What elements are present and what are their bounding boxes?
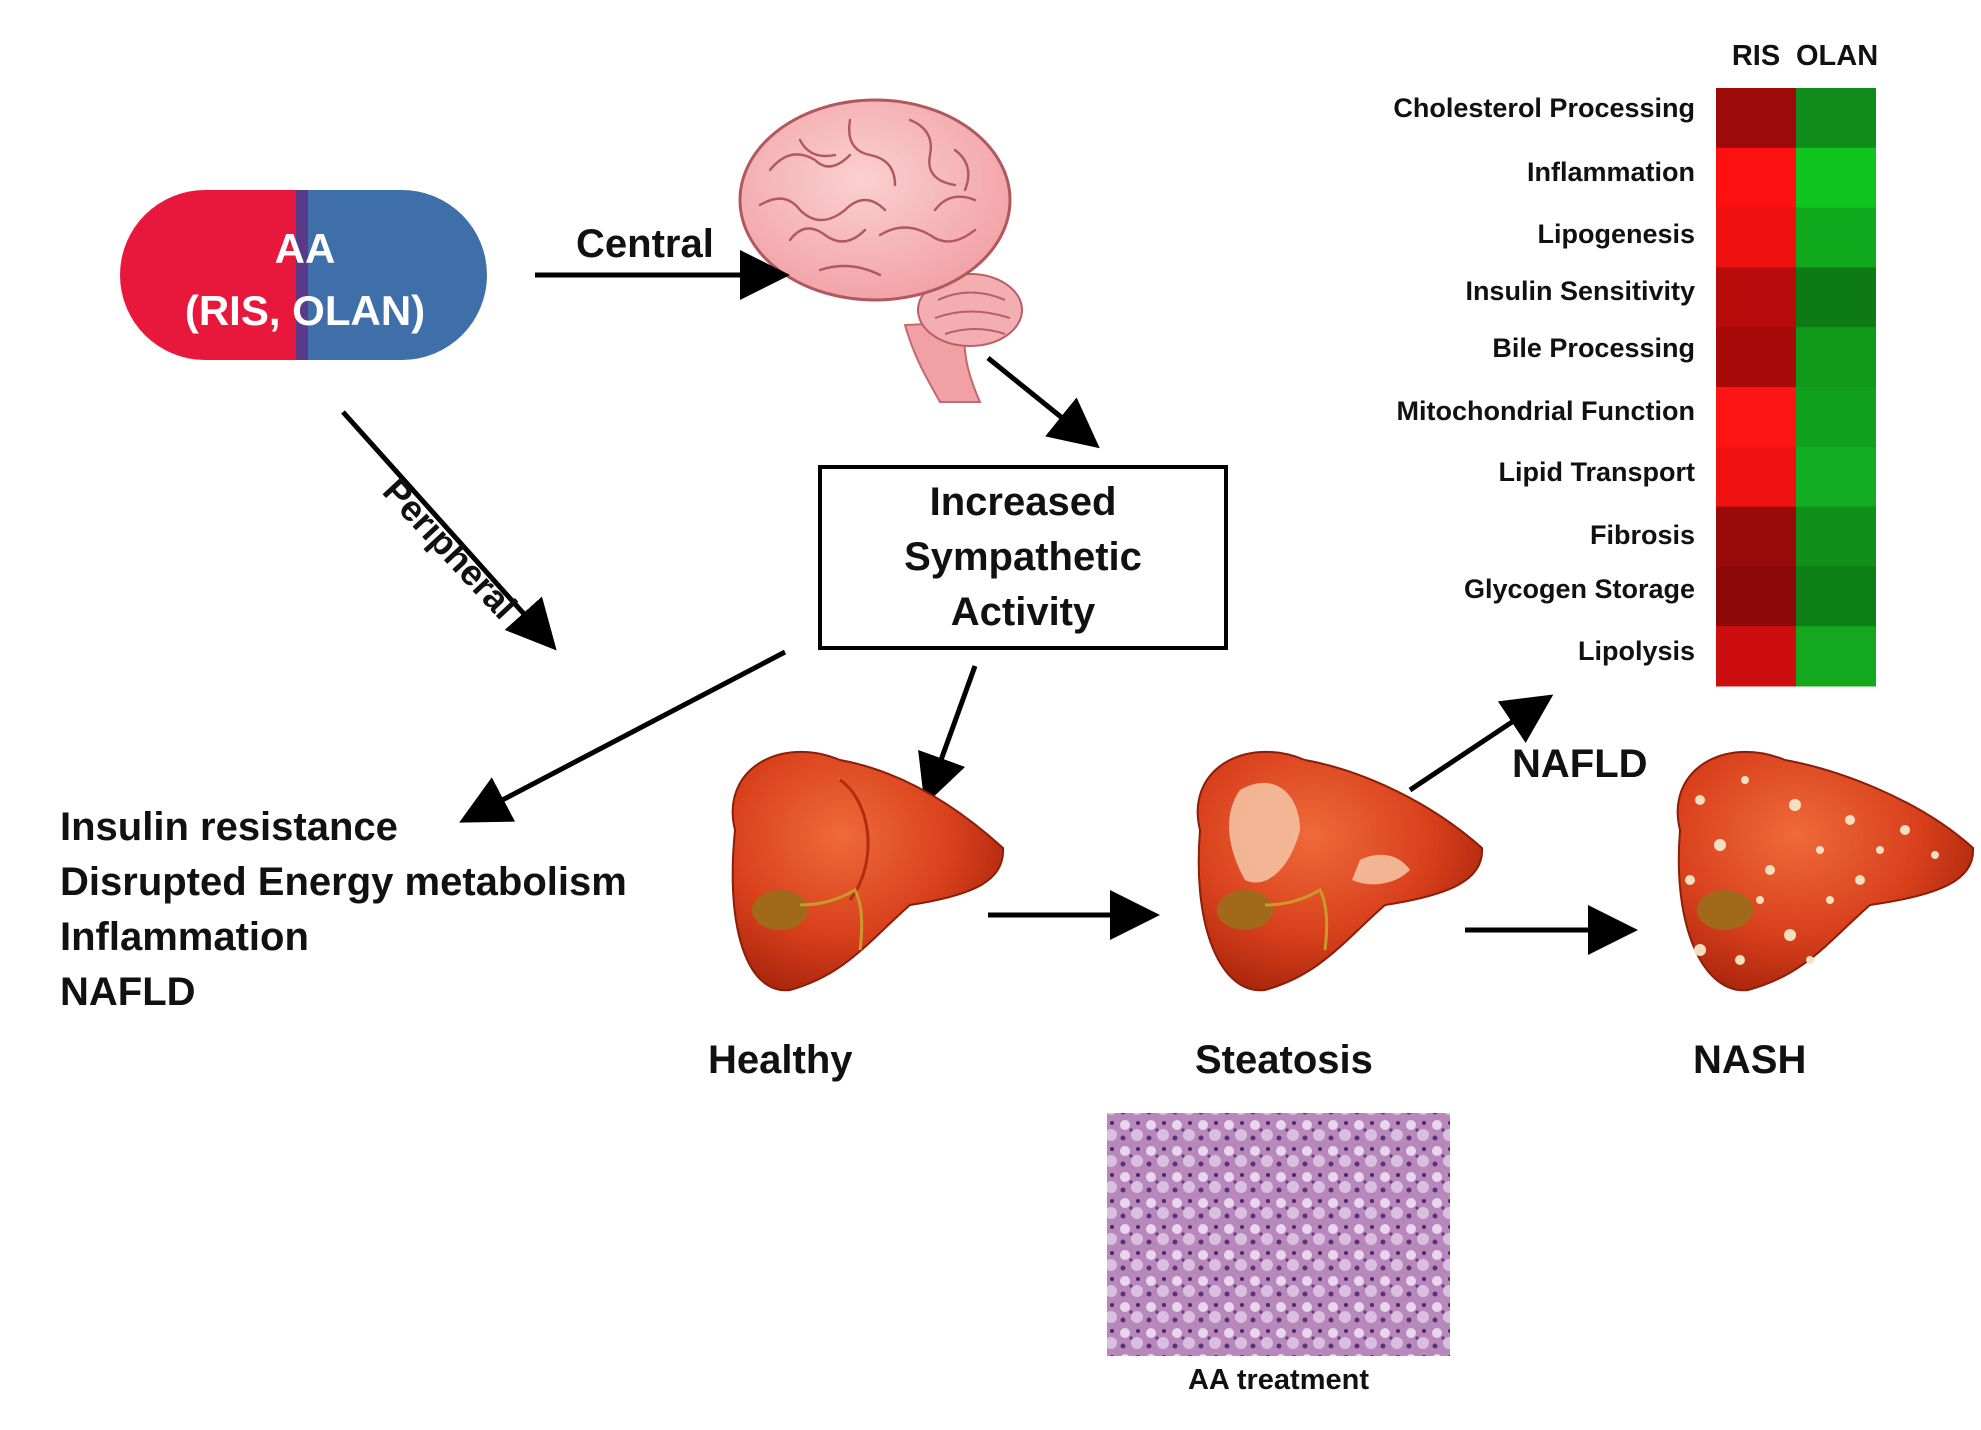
drug-label: AA (RIS, OLAN) bbox=[125, 218, 485, 342]
nafld-label: NAFLD bbox=[1512, 742, 1648, 786]
liver-nash bbox=[1676, 750, 1975, 992]
drug-label-line2: (RIS, OLAN) bbox=[184, 287, 426, 334]
arrow-peripheral bbox=[341, 410, 557, 651]
arrow-to-effects bbox=[459, 649, 787, 823]
drug-label-line1: AA bbox=[274, 225, 336, 272]
sympathetic-activity-box: Increased Sympathetic Activity bbox=[818, 465, 1228, 650]
heatmap-cell-ris bbox=[1716, 267, 1796, 328]
heatmap-cell-olan bbox=[1796, 626, 1876, 687]
drug-capsule bbox=[120, 190, 487, 360]
heatmap-row-label: Glycogen Storage bbox=[1463, 574, 1695, 604]
histology-caption: AA treatment bbox=[1187, 1364, 1369, 1396]
heatmap-cell-olan bbox=[1796, 88, 1876, 149]
heatmap-cells bbox=[1716, 88, 1876, 687]
stage-label-steatosis: Steatosis bbox=[1195, 1038, 1373, 1082]
heatmap-col-olan: OLAN bbox=[1796, 40, 1879, 72]
arrows bbox=[341, 250, 1638, 955]
sympathetic-line-1: Increased bbox=[929, 480, 1117, 524]
heatmap-cell-olan bbox=[1796, 327, 1876, 388]
heatmap-cell-ris bbox=[1716, 626, 1796, 687]
sympathetic-line-3: Activity bbox=[950, 590, 1096, 634]
heatmap-cell-olan bbox=[1796, 147, 1876, 209]
heatmap-cell-ris bbox=[1716, 207, 1796, 268]
arrow-to-healthy bbox=[918, 665, 978, 806]
heatmap-row-label: Mitochondrial Function bbox=[1396, 396, 1695, 426]
effect-item: Insulin resistance bbox=[60, 805, 398, 849]
effect-item: NAFLD bbox=[60, 970, 196, 1014]
heatmap-row-label: Cholesterol Processing bbox=[1393, 93, 1695, 123]
heatmap-row-label: Inflammation bbox=[1526, 157, 1695, 187]
heatmap-cell-ris bbox=[1716, 88, 1796, 149]
heatmap-cell-olan bbox=[1796, 506, 1876, 567]
sympathetic-line-2: Sympathetic bbox=[904, 535, 1142, 579]
heatmap-cell-ris bbox=[1716, 147, 1796, 209]
stage-label-healthy: Healthy bbox=[708, 1038, 853, 1082]
heatmap-col-ris: RIS bbox=[1731, 40, 1781, 72]
arrow-to-heatmap bbox=[1408, 694, 1554, 793]
effects-list: Insulin resistance Disrupted Energy meta… bbox=[60, 800, 627, 1020]
central-label: Central bbox=[576, 222, 714, 266]
heatmap-cell-olan bbox=[1796, 387, 1876, 448]
liver-steatosis bbox=[1196, 750, 1484, 992]
heatmap-row-label: Insulin Sensitivity bbox=[1465, 276, 1695, 306]
heatmap-cell-olan bbox=[1796, 207, 1876, 268]
heatmap-row-label: Bile Processing bbox=[1492, 333, 1695, 363]
heatmap-cell-olan bbox=[1796, 446, 1876, 508]
heatmap-cell-ris bbox=[1716, 387, 1796, 448]
heatmap-cell-ris bbox=[1716, 446, 1796, 508]
heatmap-cell-olan bbox=[1796, 566, 1876, 627]
effect-item: Disrupted Energy metabolism bbox=[60, 860, 627, 904]
effect-item: Inflammation bbox=[60, 915, 309, 959]
heatmap-row-labels: Cholesterol Processing Inflammation Lipo… bbox=[1355, 0, 1695, 700]
arrow-brain-to-sympathetic bbox=[986, 356, 1100, 449]
heatmap-row-label: Lipid Transport bbox=[1498, 457, 1695, 487]
heatmap-row-label: Fibrosis bbox=[1589, 520, 1695, 550]
histology-image bbox=[1107, 1113, 1450, 1356]
heatmap-cell-ris bbox=[1716, 327, 1796, 388]
heatmap-cell-ris bbox=[1716, 566, 1796, 627]
heatmap-row-label: Lipogenesis bbox=[1537, 219, 1695, 249]
stage-label-nash: NASH bbox=[1693, 1038, 1807, 1082]
liver-healthy bbox=[731, 750, 1005, 992]
brain-illustration bbox=[738, 98, 1023, 403]
heatmap-cell-ris bbox=[1716, 506, 1796, 567]
heatmap-row-label: Lipolysis bbox=[1577, 636, 1695, 666]
heatmap-cell-olan bbox=[1796, 267, 1876, 328]
